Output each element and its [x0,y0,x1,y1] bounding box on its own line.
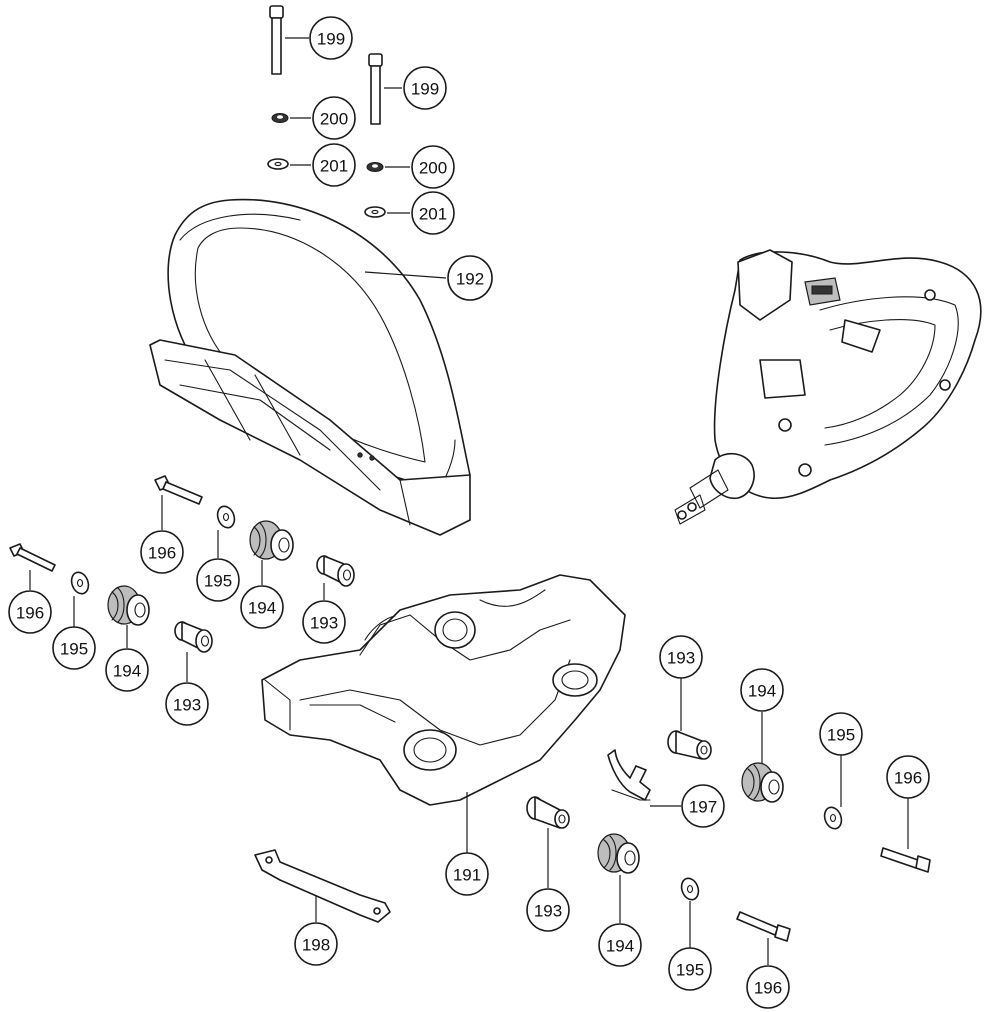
callout-195-a: 195 [52,626,96,670]
callout-195-c: 195 [819,712,863,756]
callout-label-196-c: 196 [894,769,922,788]
bushing-193-a [174,621,213,682]
bolt-196-b [154,475,203,530]
callout-193-c: 193 [659,635,703,679]
callout-label-200-a: 200 [320,110,348,129]
callout-201-b: 201 [411,191,455,235]
rear-handle-assembly [674,249,982,525]
callout-label-196-b: 196 [148,544,176,563]
nut-200-right [366,162,410,172]
callout-label-195-b: 195 [204,572,232,591]
callout-193-d: 193 [526,888,570,932]
callout-194-d: 194 [598,923,642,967]
callout-197: 197 [681,784,725,828]
callout-label-195-c: 195 [827,726,855,745]
front-handle-192 [149,198,471,536]
callout-194-b: 194 [240,585,284,629]
callout-196-c: 196 [886,755,930,799]
callout-label-193-b: 193 [310,614,338,633]
callout-193-a: 193 [165,682,209,726]
bushing-193-b [316,555,355,600]
callout-label-194-c: 194 [748,682,776,701]
callout-195-b: 195 [196,558,240,602]
callout-label-192: 192 [456,270,484,289]
callout-201-a: 201 [312,143,356,187]
washer-195-a [70,571,90,627]
callout-191: 191 [445,852,489,896]
callout-label-193-a: 193 [173,696,201,715]
callout-196-a: 196 [8,590,52,634]
callout-194-c: 194 [740,668,784,712]
callout-label-201-a: 201 [320,157,348,176]
damper-194-b [249,520,294,585]
callout-192: 192 [447,255,493,301]
callout-label-196-a: 196 [16,604,44,623]
damper-194-c [741,712,784,803]
washer-195-b [216,505,236,558]
callout-196-b: 196 [140,530,184,574]
callout-label-193-d: 193 [534,902,562,921]
bolt-199-right [368,53,402,125]
callout-199-a: 199 [309,16,353,60]
nut-200-left [271,113,311,123]
washer-195-d [680,877,700,948]
bushing-193-c [667,678,712,760]
plate-198 [254,849,391,923]
washer-201-left [267,158,311,170]
callout-label-195-d: 195 [676,961,704,980]
callout-label-198: 198 [302,936,330,955]
callout-label-194-a: 194 [113,662,141,681]
callout-label-196-d: 196 [754,979,782,998]
callout-200-a: 200 [312,96,356,140]
callout-label-194-d: 194 [606,937,634,956]
callout-label-200-b: 200 [419,159,447,178]
callout-193-b: 193 [302,600,346,644]
callout-200-b: 200 [411,145,455,189]
washer-201-right [364,206,410,218]
callout-label-199-a: 199 [317,30,345,49]
bolt-199-left [269,5,309,75]
callout-label-191: 191 [453,866,481,885]
damper-194-d [597,833,640,923]
bolt-196-a [9,543,56,590]
callout-label-195-a: 195 [60,640,88,659]
damper-194-a [107,585,150,648]
callout-198: 198 [294,922,338,966]
callout-label-201-b: 201 [419,205,447,224]
callout-199-b: 199 [403,66,447,110]
callout-label-199-b: 199 [411,80,439,99]
washer-195-c [823,755,843,830]
bushing-193-d [526,796,570,888]
clip-197 [607,749,681,807]
bolt-196-d [736,911,791,965]
callout-195-d: 195 [668,947,712,991]
callout-label-194-b: 194 [248,599,276,618]
callout-194-a: 194 [105,648,149,692]
bolt-196-c [880,798,931,873]
callout-label-193-c: 193 [667,649,695,668]
handle-bracket-191 [261,574,626,853]
callout-label-197: 197 [689,798,717,817]
callout-196-d: 196 [746,965,790,1009]
